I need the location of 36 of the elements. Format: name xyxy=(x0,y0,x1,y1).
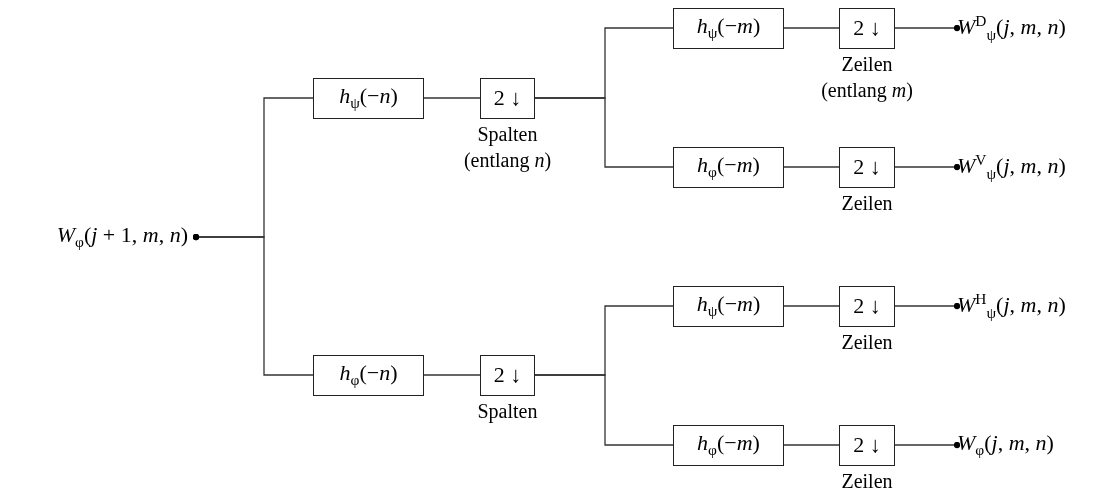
caption-text: Zeilen xyxy=(840,468,894,494)
filter-box: h$_{φ}$(−n) xyxy=(313,354,424,396)
signal-label: W$_{φ}$(j + 1, m, n) xyxy=(0,217,188,257)
filter-box: h$_{φ}$(−m) xyxy=(673,146,784,188)
filter-box: h$_{ψ}$(−m) xyxy=(673,7,784,49)
connector-line xyxy=(423,97,481,99)
connector-line xyxy=(894,24,961,32)
filter-box: 2 ↓ xyxy=(480,354,535,396)
filter-box: 2 ↓ xyxy=(839,285,895,327)
caption-text: Zeilen xyxy=(840,190,894,216)
connector-line xyxy=(783,444,840,446)
connector-line xyxy=(894,441,961,449)
filter-box: 2 ↓ xyxy=(839,424,895,466)
connector-line xyxy=(894,302,961,310)
filter-box: h$_{ψ}$(−m) xyxy=(673,285,784,327)
connector-line xyxy=(534,97,674,168)
connector-line xyxy=(192,233,314,376)
connector-line xyxy=(783,166,840,168)
filter-box: h$_{φ}$(−m) xyxy=(673,424,784,466)
caption-text: Zeilen (entlang m) xyxy=(820,51,914,103)
connector-line xyxy=(783,27,840,29)
connector-line xyxy=(783,305,840,307)
filter-box: 2 ↓ xyxy=(839,7,895,49)
caption-text: Zeilen xyxy=(840,329,894,355)
connector-line xyxy=(534,374,674,446)
signal-label: W$_{φ}$(j, m, n) xyxy=(957,425,1103,465)
caption-text: Spalten xyxy=(476,398,539,424)
filter-box: h$_{ψ}$(−n) xyxy=(313,77,424,119)
filter-box: 2 ↓ xyxy=(839,146,895,188)
signal-label: W$^{D}$$_{ψ}$(j, m, n) xyxy=(957,8,1103,48)
connector-line xyxy=(423,374,481,376)
connector-line xyxy=(894,163,961,171)
filter-box: 2 ↓ xyxy=(480,77,535,119)
signal-label: W$^{H}$$_{ψ}$(j, m, n) xyxy=(957,286,1103,326)
caption-text: Spalten (entlang n) xyxy=(462,121,553,173)
signal-label: W$^{V}$$_{ψ}$(j, m, n) xyxy=(957,147,1103,187)
